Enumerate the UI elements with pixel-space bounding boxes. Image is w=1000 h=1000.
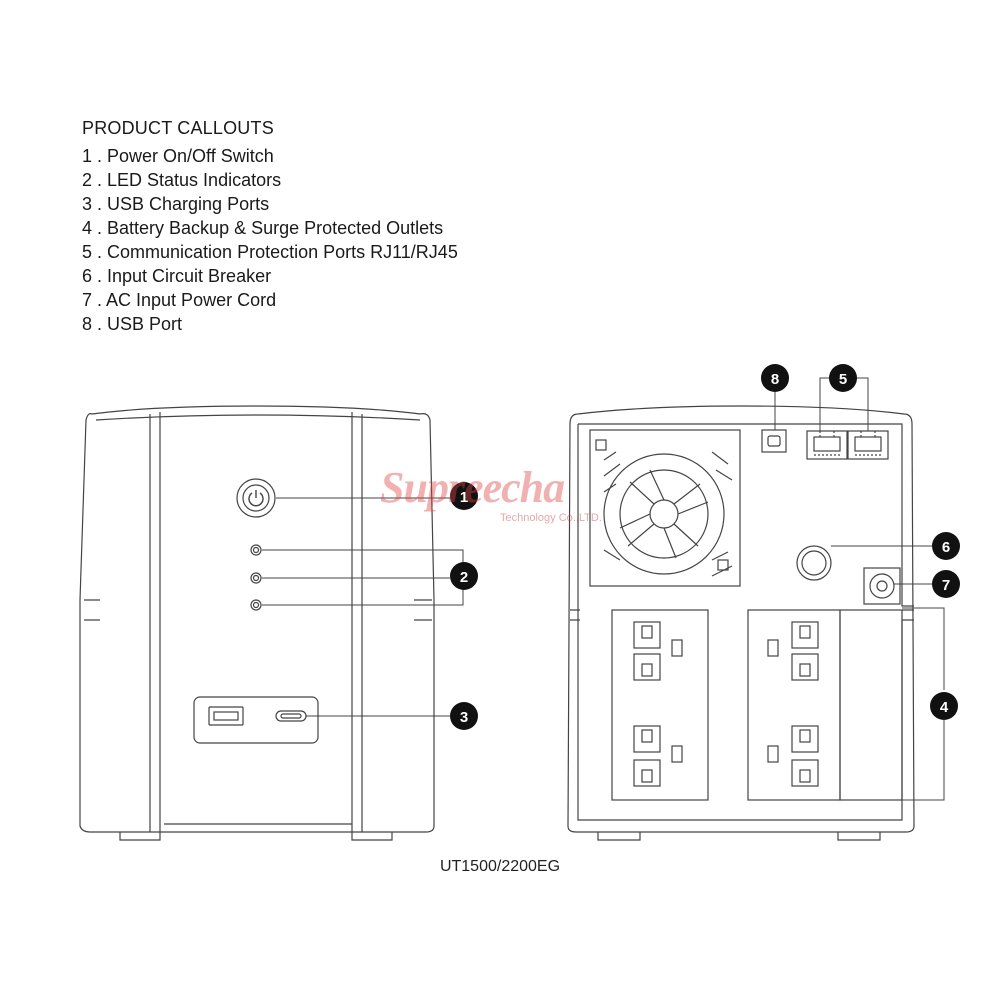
rear-right-bevel	[902, 609, 914, 621]
callout-item-power-switch: 1 . Power On/Off Switch	[82, 146, 274, 166]
callout-item-usb-port: 8 . USB Port	[82, 314, 183, 334]
callout-badge-1-label: 1	[460, 489, 468, 506]
fan-housing	[589, 429, 741, 587]
callout-badge-4-label: 4	[940, 699, 949, 716]
led-indicator	[250, 544, 262, 556]
front-left-foot	[119, 832, 161, 841]
rear-inner-frame	[578, 423, 914, 607]
ups-rear-view	[567, 405, 915, 841]
led-indicator	[250, 572, 262, 584]
callout-badge-4	[930, 692, 958, 720]
power-button-ring	[236, 478, 276, 518]
usb-b-port	[761, 429, 787, 453]
callout-badges: 1 2 3 4 5 6 7 8	[450, 364, 960, 730]
outlet-socket	[633, 725, 683, 787]
product-callouts: PRODUCT CALLOUTS 1 . Power On/Off Switch…	[82, 116, 458, 336]
ac-cord-inlet	[863, 567, 901, 605]
rj11-port	[806, 430, 848, 460]
callout-badge-3-label: 3	[460, 709, 468, 726]
callout-item-led-indicators: 2 . LED Status Indicators	[82, 170, 282, 190]
fan-guard-icon	[603, 453, 725, 575]
usb-a-port	[208, 706, 244, 726]
led-indicator	[250, 599, 262, 611]
outlet-panel-blank	[839, 609, 903, 801]
outlet-socket	[767, 621, 819, 681]
front-left-bevel	[84, 599, 100, 621]
callout-badge-2	[450, 562, 478, 590]
callout-badge-7-label: 7	[942, 577, 950, 594]
callout-badge-5	[829, 364, 857, 392]
outlet-socket	[767, 725, 819, 787]
outlet-panel-left	[611, 609, 709, 801]
callout-item-usb-charging: 3 . USB Charging Ports	[82, 194, 270, 214]
circuit-breaker	[796, 545, 832, 581]
callout-badge-7	[932, 570, 960, 598]
callout-badge-6-label: 6	[942, 539, 950, 556]
rear-left-foot	[597, 832, 641, 841]
callout-item-comm-ports: 5 . Communication Protection Ports RJ11/…	[82, 242, 458, 262]
callout-item-circuit-breaker: 6 . Input Circuit Breaker	[82, 266, 272, 286]
front-right-bevel	[414, 599, 432, 621]
callout-badge-3	[450, 702, 478, 730]
rear-right-foot	[837, 832, 881, 841]
callout-badge-6	[932, 532, 960, 560]
power-button	[242, 484, 270, 512]
callout-badge-8-label: 8	[771, 371, 779, 388]
callout-badge-2-label: 2	[460, 569, 468, 586]
callout-badge-8	[761, 364, 789, 392]
model-caption: UT1500/2200EG	[439, 858, 561, 875]
power-icon	[248, 490, 264, 507]
callout-badge-1	[450, 482, 478, 510]
rear-left-bevel	[570, 609, 580, 621]
outlet-socket	[633, 621, 683, 681]
callouts-heading: PRODUCT CALLOUTS	[82, 118, 274, 138]
front-right-foot	[351, 832, 393, 841]
front-body-outline	[79, 405, 435, 833]
usb-panel	[193, 696, 319, 744]
callout-item-power-cord: 7 . AC Input Power Cord	[82, 290, 277, 310]
outlet-panel-right	[747, 609, 841, 801]
rear-body-outline	[567, 405, 915, 833]
front-top-edge	[95, 414, 421, 421]
ups-front-view	[79, 405, 435, 841]
callout-badge-5-label: 5	[839, 371, 847, 388]
callout-item-outlets: 4 . Battery Backup & Surge Protected Out…	[82, 218, 444, 238]
fan-blades	[619, 469, 709, 559]
